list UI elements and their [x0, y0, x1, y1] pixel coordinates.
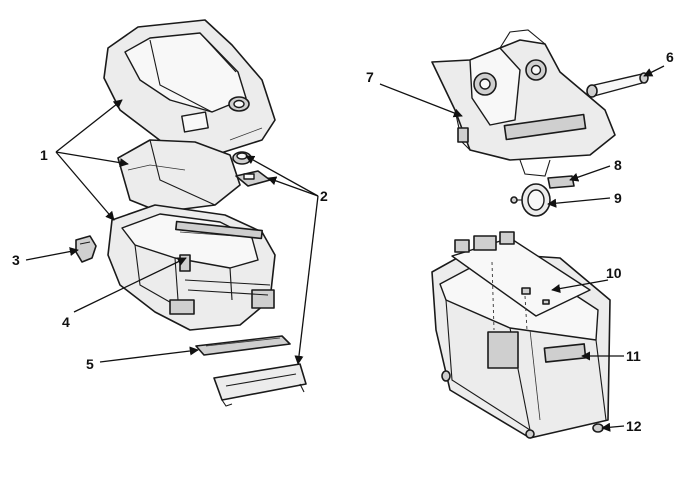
print-head-bar — [195, 335, 291, 356]
callout-7: 7 — [366, 69, 374, 85]
sensor-board — [235, 170, 271, 187]
callout-3: 3 — [12, 252, 20, 268]
main-board — [451, 231, 591, 331]
callout-1: 1 — [40, 147, 48, 163]
callout-4: 4 — [62, 314, 70, 330]
callout-8: 8 — [614, 157, 622, 173]
callout-9: 9 — [614, 190, 622, 206]
side-clip — [75, 235, 97, 263]
callout-2: 2 — [320, 188, 328, 204]
callout-10: 10 — [606, 265, 622, 281]
callout-12: 12 — [626, 418, 642, 434]
callout-6: 6 — [666, 49, 674, 65]
media-holder-assembly — [431, 29, 616, 177]
callout-11: 11 — [626, 348, 641, 364]
leader-lines — [25, 65, 665, 432]
stepper-motor — [510, 183, 551, 217]
lower-housing — [107, 204, 276, 331]
top-cover — [103, 19, 276, 159]
callout-labels: 1 2 3 4 5 6 7 8 9 10 11 12 — [12, 49, 674, 434]
inner-shell — [117, 139, 241, 213]
callout-5: 5 — [86, 356, 94, 372]
bottom-bracket — [213, 363, 307, 407]
platen-roller — [586, 72, 649, 98]
gap-sensor — [547, 175, 575, 189]
